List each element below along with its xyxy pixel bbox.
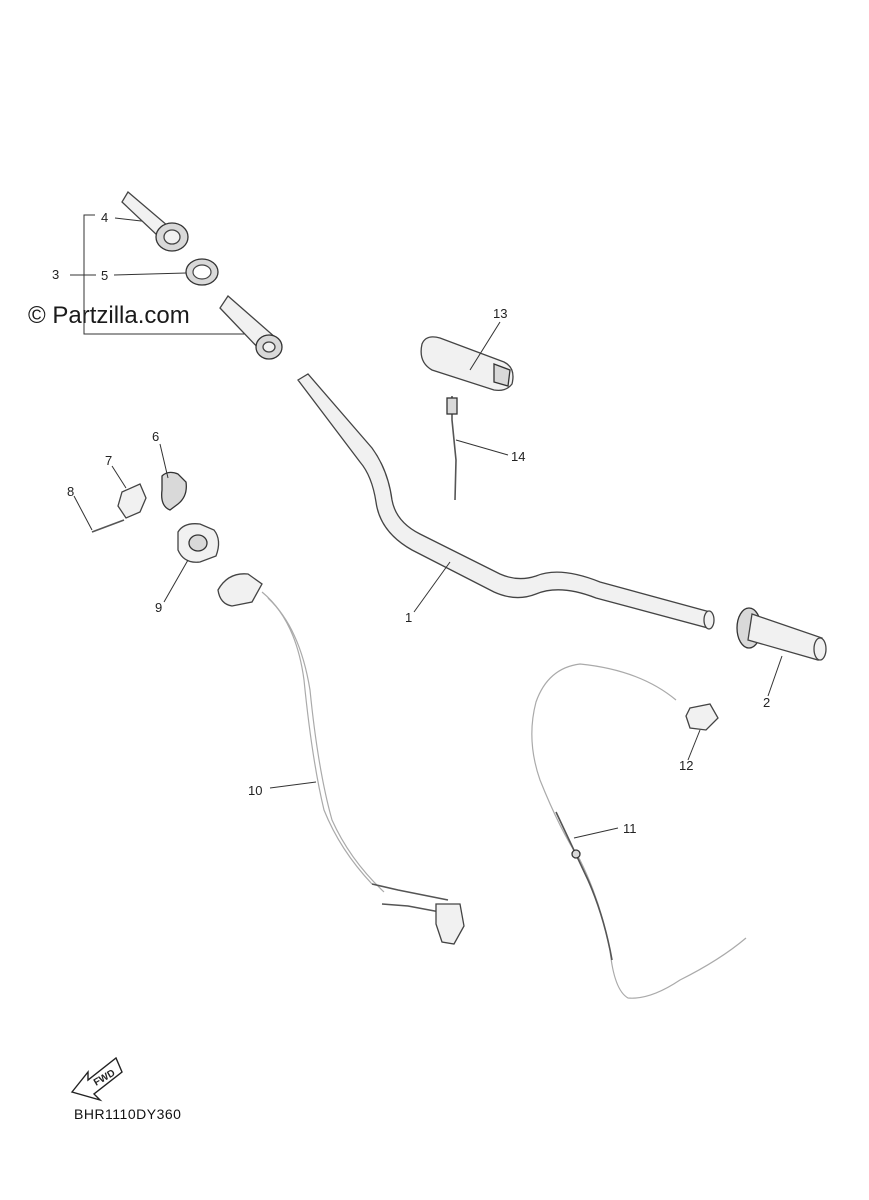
callout-labels: 1 2 3 4 5 6 7 8 9 10 11 12 13 14	[52, 210, 770, 836]
fwd-arrow-icon: FWD	[70, 1056, 123, 1102]
part-6-switch-half[interactable]	[161, 471, 187, 511]
callout-5: 5	[101, 268, 108, 283]
part-3-throttle-tube[interactable]	[219, 295, 283, 360]
leader-lines	[73, 321, 783, 839]
callout-2: 2	[763, 695, 770, 710]
part-3-bracket	[70, 214, 245, 335]
callout-8: 8	[67, 484, 74, 499]
part-2-left-grip[interactable]	[736, 607, 827, 661]
diagram-code: BHR1110DY360	[74, 1106, 182, 1122]
callout-7: 7	[105, 453, 112, 468]
part-14-strap[interactable]	[446, 396, 458, 501]
part-12-adjuster[interactable]	[685, 703, 719, 731]
callout-3: 3	[52, 267, 59, 282]
watermark-text: © Partzilla.com	[28, 302, 190, 329]
callout-4: 4	[101, 210, 108, 225]
callout-13: 13	[493, 306, 507, 321]
callout-9: 9	[155, 600, 162, 615]
callout-1: 1	[405, 610, 412, 625]
part-5-ring[interactable]	[185, 258, 219, 286]
part-10-throttle-cable[interactable]	[217, 573, 465, 945]
callout-6: 6	[152, 429, 159, 444]
part-1-handlebar[interactable]	[297, 373, 715, 630]
part-8-screw[interactable]	[91, 519, 125, 533]
part-13-handlebar-pad[interactable]	[420, 336, 514, 392]
callout-14: 14	[511, 449, 525, 464]
part-7-clamp[interactable]	[117, 483, 147, 519]
callout-11: 11	[623, 821, 637, 836]
callout-10: 10	[248, 783, 262, 798]
part-9-lever-holder[interactable]	[177, 523, 220, 563]
part-11-clutch-cable[interactable]	[531, 663, 747, 999]
part-4-throttle-sleeve[interactable]	[121, 191, 189, 252]
callout-12: 12	[679, 758, 693, 773]
